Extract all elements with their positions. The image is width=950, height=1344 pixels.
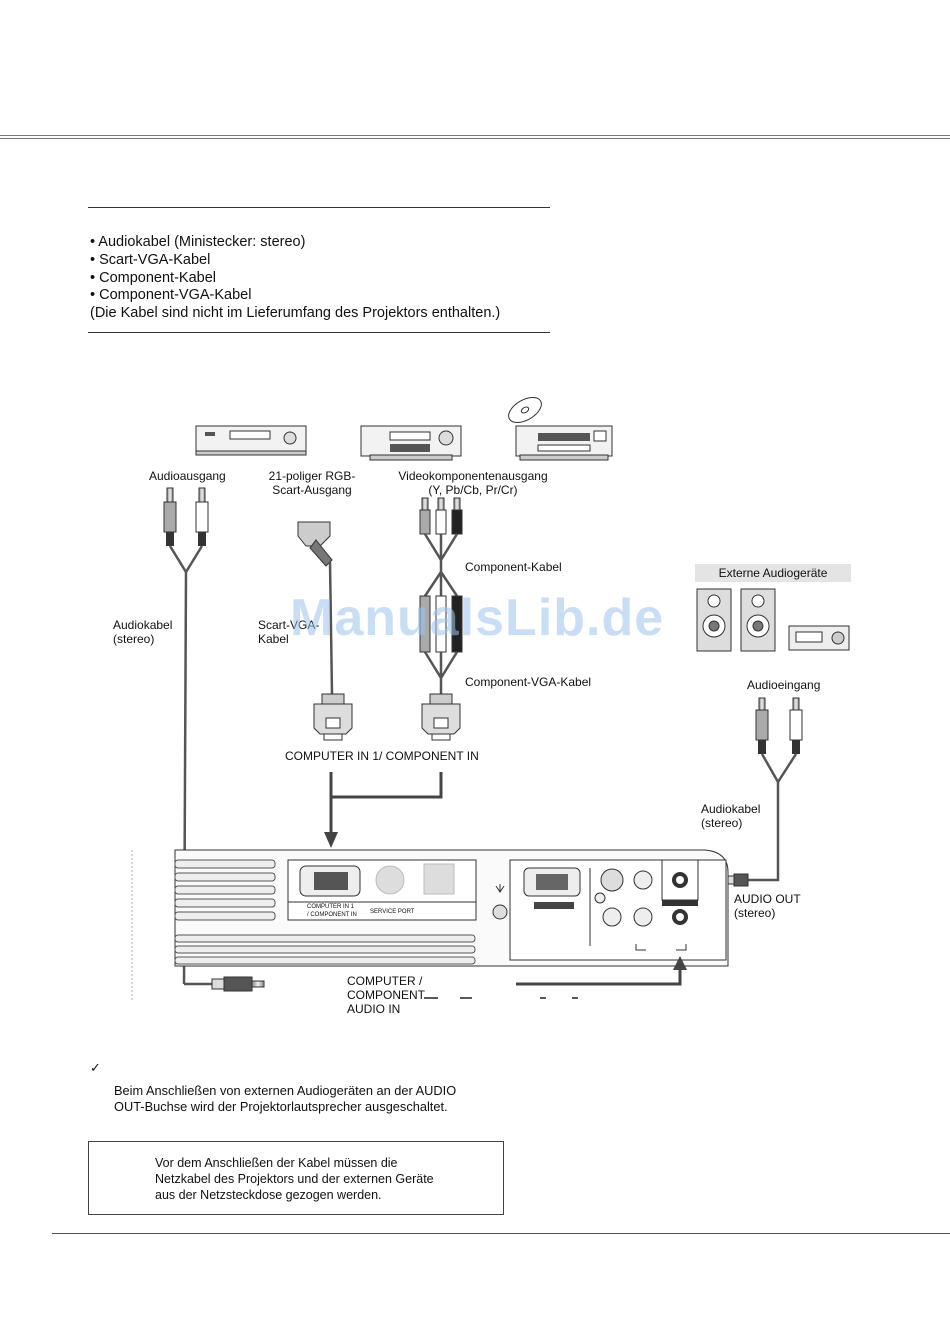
speaker-icon	[696, 588, 732, 652]
list-top-rule	[88, 207, 550, 208]
label-external-audio: Externe Audiogeräte	[695, 564, 851, 582]
label-line: COMPUTER IN 1	[307, 904, 355, 910]
note-line: OUT-Buchse wird der Projektorlautspreche…	[114, 1099, 448, 1114]
list-note: (Die Kabel sind nicht im Lieferumfang de…	[90, 305, 501, 322]
projector-back-panel	[131, 849, 729, 1000]
mini-jack-plug	[184, 976, 265, 992]
label-line: COMPONENT	[347, 988, 425, 1002]
vcr-device-icon	[360, 425, 462, 461]
vga-connector-left	[313, 693, 353, 741]
label-audio-input: Audioeingang	[747, 678, 821, 692]
label-line: / COMPONENT IN	[307, 912, 357, 918]
label-line: Audiokabel	[701, 802, 761, 816]
label-audio-cable-left: Audiokabel (stereo)	[113, 618, 172, 646]
top-rule	[0, 135, 950, 136]
list-item: • Component-VGA-Kabel	[90, 287, 252, 304]
note-text: Beim Anschließen von externen Audiogerät…	[114, 1083, 456, 1115]
label-line: 21-poliger RGB-	[268, 469, 356, 483]
check-icon: ✓	[90, 1060, 101, 1075]
warning-line: aus der Netzsteckdose gezogen werden.	[155, 1188, 382, 1202]
watermark: ManualsLib.de	[290, 589, 665, 647]
label-component-cable: Component-Kabel	[465, 560, 562, 574]
component-rca-top	[419, 497, 463, 597]
label-line: Kabel	[258, 632, 289, 646]
warning-line: Vor dem Anschließen der Kabel müssen die	[155, 1156, 398, 1170]
connection-arrow	[324, 772, 443, 848]
label-audio-cable-right: Audiokabel (stereo)	[701, 802, 760, 830]
label-component-vga-cable: Component-VGA-Kabel	[465, 675, 592, 689]
vga-connector-right	[421, 693, 461, 741]
top-rule-2	[0, 138, 950, 139]
list-item: • Component-Kabel	[90, 269, 216, 286]
warning-text: Vor dem Anschließen der Kabel müssen die…	[155, 1155, 434, 1203]
label-line: (stereo)	[734, 906, 776, 920]
label-computer-in: COMPUTER IN 1/ COMPONENT IN	[285, 749, 479, 763]
label-line: COMPUTER /	[347, 974, 423, 988]
label-line: Audiokabel	[113, 618, 173, 632]
label-line: AUDIO IN	[347, 1002, 401, 1016]
label-line: (Y, Pb/Cb, Pr/Cr)	[428, 483, 518, 497]
note-line: Beim Anschließen von externen Audiogerät…	[114, 1083, 457, 1098]
label-video-component-output: Videokomponentenausgang (Y, Pb/Cb, Pr/Cr…	[390, 469, 556, 497]
list-item: • Scart-VGA-Kabel	[90, 251, 211, 268]
label-scart-output: 21-poliger RGB- Scart-Ausgang	[254, 469, 370, 497]
connection-diagram	[131, 397, 850, 1000]
bottom-rule	[52, 1233, 950, 1234]
label-line: Videokomponentenausgang	[398, 469, 548, 483]
label-line: (stereo)	[113, 632, 155, 646]
label-line: Scart-Ausgang	[272, 483, 352, 497]
panel-label-service-port: SERVICE PORT	[370, 909, 415, 915]
list-item: • Audiokabel (Ministecker: stereo)	[90, 234, 306, 250]
label-scart-vga-cable: Scart-VGA- Kabel	[258, 618, 319, 646]
label-computer-audio-in: COMPUTER / COMPONENT AUDIO IN	[347, 974, 425, 1016]
amplifier-icon	[788, 625, 850, 651]
label-audio-output: Audioausgang	[149, 469, 226, 483]
label-line: AUDIO OUT	[734, 892, 801, 906]
cable-list: • Audiokabel (Ministecker: stereo) • Sca…	[90, 234, 500, 323]
speaker-icon	[740, 588, 776, 652]
list-bottom-rule	[88, 332, 550, 333]
scart-plug	[297, 521, 334, 695]
warning-line: Netzkabel des Projektors und der externe…	[155, 1172, 434, 1186]
audio-device-icon	[195, 425, 307, 456]
dvd-device-icon	[508, 397, 613, 461]
warning-box	[88, 1141, 504, 1215]
audio-in-arrow	[424, 956, 687, 999]
component-rca-middle	[419, 595, 463, 694]
label-audio-out: AUDIO OUT (stereo)	[734, 892, 801, 920]
label-line: Scart-VGA-	[258, 618, 320, 632]
panel-label-computer-in: COMPUTER IN 1 / COMPONENT IN	[307, 903, 357, 919]
label-line: (stereo)	[701, 816, 743, 830]
